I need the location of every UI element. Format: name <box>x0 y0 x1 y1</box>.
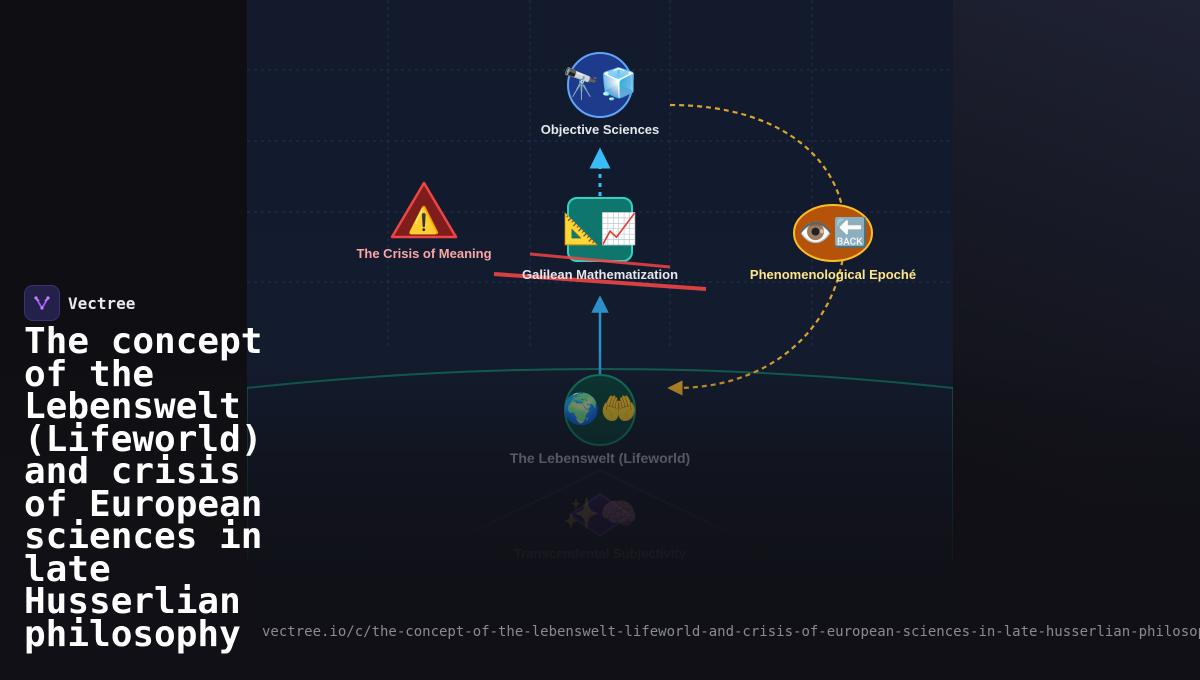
right-background <box>953 0 1200 675</box>
vectree-logo-icon <box>24 285 60 321</box>
page-url[interactable]: vectree.io/c/the-concept-of-the-lebenswe… <box>262 624 1200 640</box>
warning-icon: ⚠️ <box>407 206 441 236</box>
page-title: The concept of the Lebenswelt (Lifeworld… <box>24 321 263 655</box>
node-label-galilean: Galilean Mathematization <box>521 267 679 282</box>
node-label-lebenswelt: The Lebenswelt (Lifeworld) <box>509 450 691 466</box>
globe-hands-icon: 🌍🤲 <box>562 392 638 427</box>
brand: Vectree <box>24 285 135 321</box>
eye-back-icon: 👁️🔙 <box>798 216 868 249</box>
node-label-objective-sciences: Objective Sciences <box>540 122 660 137</box>
node-label-crisis: The Crisis of Meaning <box>356 246 492 261</box>
sparkles-brain-icon: ✨🧠 <box>562 497 638 532</box>
telescope-cube-icon: 🔭🧊 <box>562 67 638 102</box>
concept-diagram: 🔭🧊 Objective Sciences 📐📈 Galilean Mathem… <box>246 0 954 675</box>
node-label-epoche: Phenomenological Epoché <box>749 267 917 282</box>
ruler-chart-icon: 📐📈 <box>562 212 638 247</box>
node-label-transcendental: Transcendental Subjectivity <box>514 546 686 561</box>
brand-name: Vectree <box>68 293 136 313</box>
